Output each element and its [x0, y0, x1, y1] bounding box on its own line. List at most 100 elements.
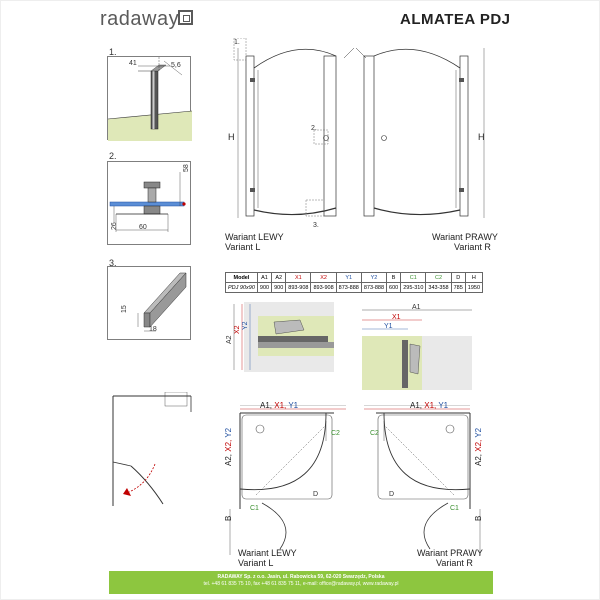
plan-view-right-drawing: [364, 405, 481, 555]
front-right-variant-pl: Wariant PRAWY: [432, 232, 498, 242]
plan-left-a1: A1,: [260, 401, 273, 410]
spec-header-a1: A1: [256, 272, 273, 283]
spec-table-row: PDJ 90x90 900 900 893-908 893-908 873-88…: [225, 282, 484, 293]
fig3-number: 3.: [109, 258, 117, 268]
fig2-dim-58: 58: [183, 164, 190, 172]
spec-cell-h: 1950: [464, 282, 484, 293]
plan-right-d: D: [389, 491, 395, 498]
front-view-left-drawing: [233, 38, 355, 218]
brand-logo-icon: [178, 10, 193, 25]
front-left-callout-3: 3.: [313, 222, 319, 229]
model-title: ALMATEA PDJ: [400, 11, 511, 28]
plan-right-x2: X2,: [474, 439, 483, 452]
plan-left-y1: Y1: [288, 401, 299, 410]
spec-cell-b: 600: [386, 282, 402, 293]
fig1-dim-5-6: 5,6: [171, 62, 181, 69]
plan-left-variant-pl: Wariant LEWY: [238, 548, 297, 558]
detail-left-a2: A2: [226, 335, 233, 344]
fig1-drawing: [108, 57, 192, 141]
plan-right-c1: C1: [450, 505, 459, 512]
plan-left-side-labels: A2, X2, Y2: [224, 428, 233, 466]
plan-left-b: B: [224, 515, 233, 521]
spec-cell-x2: 893-908: [310, 282, 337, 293]
fig3-drawing: [137, 272, 187, 332]
front-right-variant-en: Variant R: [454, 242, 491, 252]
spec-header-x1: X1: [285, 272, 312, 283]
spec-cell-a1: 900: [256, 282, 273, 293]
plan-left-x1: X1,: [274, 401, 287, 410]
front-left-callout-1: 1.: [234, 39, 240, 46]
footer-contact: tel. +48 61 835 75 10, fax +48 61 835 75…: [203, 581, 399, 587]
plan-right-c2: C2: [370, 430, 379, 437]
spec-header-c1: C1: [400, 272, 427, 283]
spec-cell-y1: 873-888: [335, 282, 362, 293]
detail-left-y2: Y2: [242, 321, 249, 330]
plan-view-left-drawing: [229, 405, 346, 555]
spec-header-h: H: [464, 272, 484, 283]
fig2-dim-60: 60: [139, 224, 147, 231]
spec-cell-x1: 893-908: [285, 282, 312, 293]
spec-header-model: Model: [225, 272, 258, 283]
spec-header-b: B: [386, 272, 402, 283]
fig2-box: [107, 161, 191, 245]
fig2-drawing: [109, 172, 186, 232]
detail-right-y1: Y1: [384, 323, 393, 330]
plan-right-x1: X1,: [424, 401, 437, 410]
front-left-variant-pl: Wariant LEWY: [225, 232, 284, 242]
fig3-box: [107, 266, 191, 340]
door-swing-drawing: [112, 392, 192, 506]
plan-left-c1: C1: [250, 505, 259, 512]
fig1-dim-41: 41: [129, 60, 137, 67]
plan-left-c2: C2: [331, 430, 340, 437]
fig1-box: [107, 56, 192, 141]
fig3-dim-15: 15: [121, 305, 128, 313]
spec-cell-c2: 343-358: [425, 282, 452, 293]
detail-left-drawing: [233, 302, 334, 372]
spec-cell-a2: 900: [271, 282, 287, 293]
spec-header-c2: C2: [425, 272, 452, 283]
plan-right-side-labels: A2, X2, Y2: [474, 428, 483, 466]
fig2-number: 2.: [109, 151, 117, 161]
plan-left-y2: Y2: [224, 427, 233, 438]
plan-left-d: D: [313, 491, 319, 498]
spec-header-y1: Y1: [335, 272, 362, 283]
plan-right-b: B: [474, 515, 483, 521]
brand-logo-text: radaway: [100, 8, 180, 30]
spec-cell-c1: 295-310: [400, 282, 427, 293]
spec-header-a2: A2: [271, 272, 287, 283]
fig1-number: 1.: [109, 47, 117, 57]
detail-right-a1: A1: [412, 304, 421, 311]
spec-header-y2: Y2: [360, 272, 388, 283]
plan-left-variant-en: Variant L: [238, 558, 274, 568]
plan-right-variant-pl: Wariant PRAWY: [417, 548, 483, 558]
spec-header-d: D: [450, 272, 466, 283]
plan-right-y1: Y1: [438, 401, 449, 410]
plan-right-a1: A1,: [410, 401, 423, 410]
plan-left-x2: X2,: [224, 439, 233, 452]
front-left-callout-2: 2.: [311, 125, 317, 132]
spec-table-header-row: Model A1 A2 X1 X2 Y1 Y2 B C1 C2 D H: [225, 272, 484, 283]
spec-cell-d: 785: [450, 282, 466, 293]
spec-header-x2: X2: [310, 272, 337, 283]
detail-right-x1: X1: [392, 314, 401, 321]
fig2-dim-26: 26: [111, 222, 118, 230]
plan-left-a2: A2,: [224, 453, 233, 466]
footer-bar: RADAWAY Sp. z o.o. Jasin, ul. Rabowicka …: [109, 571, 493, 594]
front-left-variant-en: Variant L: [225, 242, 261, 252]
spec-cell-y2: 873-888: [360, 282, 388, 293]
front-view-right-drawing: [356, 47, 485, 218]
plan-right-a2: A2,: [474, 453, 483, 466]
plan-left-top-labels: A1, X1, Y1: [260, 401, 298, 410]
fig3-dim-18: 18: [149, 326, 157, 333]
plan-right-variant-en: Variant R: [436, 558, 473, 568]
detail-left-x2: X2: [234, 325, 241, 334]
spec-cell-model: PDJ 90x90: [225, 282, 258, 293]
plan-right-y2: Y2: [474, 427, 483, 438]
spec-table: Model A1 A2 X1 X2 Y1 Y2 B C1 C2 D H PDJ …: [225, 272, 484, 293]
front-right-height-label: H: [478, 132, 485, 142]
plan-right-top-labels: A1, X1, Y1: [410, 401, 448, 410]
detail-right-drawing: [362, 309, 472, 390]
front-left-height-label: H: [228, 132, 235, 142]
footer-address: RADAWAY Sp. z o.o. Jasin, ul. Rabowicka …: [217, 574, 385, 580]
